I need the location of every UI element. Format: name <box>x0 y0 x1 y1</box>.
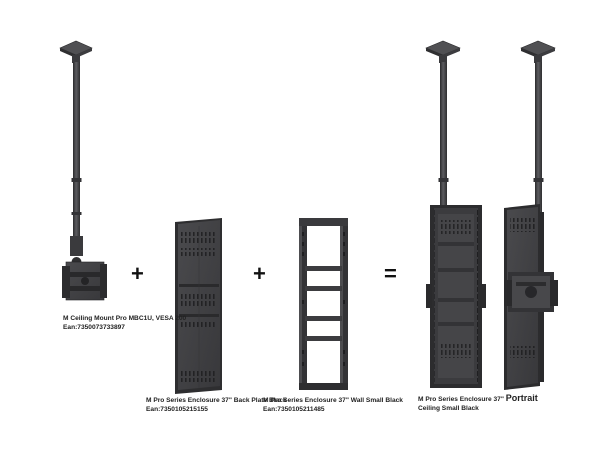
equals-operator: = <box>384 261 397 286</box>
product-name: M Pro Series Enclosure 37" Portrait <box>418 394 538 404</box>
product-name-part: M Pro Series Enclosure 37" <box>418 396 506 403</box>
product-caption-ceiling-mount: M Ceiling Mount Pro MBC1U, VESA 200 Ean:… <box>63 314 186 332</box>
product-caption-portrait-enclosure: M Pro Series Enclosure 37" Portrait Ceil… <box>418 394 538 413</box>
product-caption-wall-frame: M Pro Series Enclosure 37" Wall Small Bl… <box>263 396 403 414</box>
product-ean: Ean:7350073733897 <box>63 324 125 331</box>
product-name-continued: Ceiling Small Black <box>418 405 479 412</box>
product-ean: Ean:7350105211485 <box>263 406 325 413</box>
product-name-emphasis: Portrait <box>505 393 538 403</box>
portrait-enclosure-front-image <box>425 40 486 388</box>
plus-operator-2: + <box>253 261 266 286</box>
product-caption-back-plate: M Pro Series Enclosure 37" Back Plate Bl… <box>146 396 287 414</box>
product-name: M Pro Series Enclosure 37" Wall Small Bl… <box>263 397 403 404</box>
product-name: M Pro Series Enclosure 37" Back Plate Bl… <box>146 397 287 404</box>
product-name: M Ceiling Mount Pro MBC1U, VESA 200 <box>63 315 187 322</box>
portrait-enclosure-side-image <box>504 40 558 390</box>
ceiling-mount-image <box>59 40 107 301</box>
plus-operator-1: + <box>131 261 144 286</box>
back-plate-image <box>175 218 222 394</box>
wall-frame-image <box>299 218 348 390</box>
product-ean: Ean:7350105215155 <box>146 406 208 413</box>
